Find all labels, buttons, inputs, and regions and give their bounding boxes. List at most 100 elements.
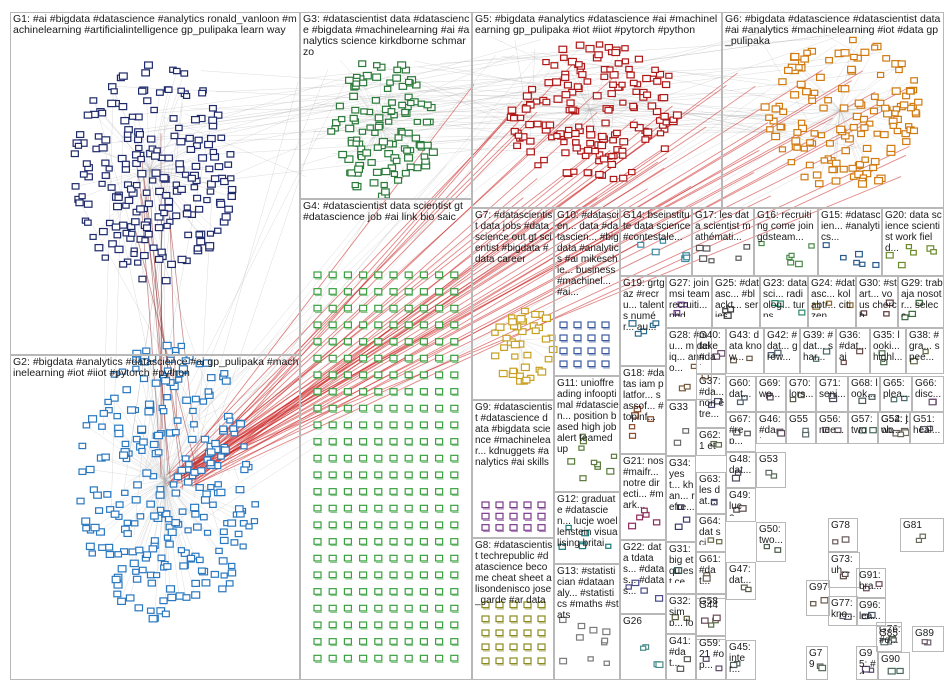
g4-node <box>374 588 383 595</box>
g2-node <box>166 585 176 593</box>
edge <box>115 86 779 118</box>
g4-node <box>404 488 413 495</box>
g3-node <box>413 118 421 125</box>
edge <box>839 109 893 122</box>
g4-node <box>419 404 428 412</box>
g2-node <box>117 597 127 606</box>
g4-node <box>328 471 337 479</box>
g2-node <box>191 591 201 599</box>
edge <box>185 69 823 469</box>
g2-node <box>197 567 206 575</box>
group-label: G96: lea... <box>859 600 884 621</box>
edge <box>161 115 307 177</box>
g2-node <box>197 467 206 474</box>
g2-node <box>131 496 141 504</box>
g2-node <box>142 347 151 355</box>
g1-node <box>128 113 137 120</box>
group-label: G55 <box>789 414 808 425</box>
g1-node <box>208 104 217 112</box>
edge <box>887 71 902 95</box>
g4-node <box>328 554 337 562</box>
group-box-g55: G55 <box>786 412 816 444</box>
edge <box>125 169 151 234</box>
g1-node <box>89 233 97 240</box>
g4-node <box>359 404 368 412</box>
g2-node <box>239 519 248 527</box>
g5-node <box>573 83 582 90</box>
g4-node <box>404 538 413 545</box>
g4-node <box>419 488 428 495</box>
group-label: G46: #dat... <box>759 414 781 438</box>
g5-node <box>661 81 671 89</box>
group-box-g18: G18: #datas iam platfor... sassof... #to… <box>620 366 666 454</box>
g1-node <box>119 260 128 268</box>
g5-node <box>629 121 638 129</box>
group-label: G77: kno... <box>831 598 856 620</box>
edge <box>781 10 862 56</box>
group-box-g2: G2: #bigdata #analytics #datascience #ai… <box>10 355 300 680</box>
g4-node <box>419 304 428 312</box>
edge <box>136 39 542 155</box>
g2-node <box>82 524 91 532</box>
g4-node <box>435 354 444 362</box>
group-box-g41: G41: #dat... s... <box>666 634 696 680</box>
group-label: G50: two... <box>759 524 784 546</box>
group-box-g50: G50: two... <box>756 522 786 562</box>
g2-node <box>150 537 159 544</box>
g4-node <box>419 504 428 512</box>
g5-node <box>656 130 665 137</box>
g2-node <box>250 518 259 525</box>
g5-node <box>606 66 614 73</box>
g2-node <box>206 374 216 382</box>
group-label: G8: #datascientist techrepublic #datasci… <box>475 540 553 606</box>
g5-node <box>574 61 583 68</box>
g1-node <box>190 184 199 191</box>
g2-node <box>106 506 115 513</box>
g2-node <box>139 375 149 383</box>
g1-node <box>214 227 222 234</box>
nodes-layer <box>70 36 937 675</box>
g2-node <box>181 455 190 462</box>
g1-node <box>163 222 171 229</box>
g2-node <box>191 579 200 587</box>
g2-node <box>178 508 187 515</box>
g4-node <box>435 271 444 279</box>
g2-node <box>199 398 208 405</box>
g4-node <box>389 554 398 562</box>
g4-node <box>450 304 459 312</box>
g2-node <box>178 365 188 373</box>
g1-node <box>111 223 121 231</box>
g4-node <box>419 571 428 579</box>
group-label: G12: graduate #datascien... lucje woelle… <box>557 494 618 548</box>
g2-node <box>139 358 149 366</box>
g5-node <box>643 91 652 99</box>
g1-node <box>124 196 134 205</box>
group-box-g90: G90 <box>878 652 910 680</box>
g6-node <box>819 104 828 112</box>
g2-node <box>227 519 237 527</box>
group-box-g7: G7: #datascientist data jobs #datascienc… <box>472 208 554 400</box>
g1-node <box>107 99 117 108</box>
g2-node <box>105 550 115 559</box>
g3-node <box>337 116 346 123</box>
g1-node <box>161 276 171 285</box>
g5-node <box>513 142 522 150</box>
g2-node <box>159 597 168 605</box>
g4-node <box>419 288 428 295</box>
g1-node <box>98 180 106 187</box>
g1-node <box>140 251 149 260</box>
g1-node <box>79 171 88 178</box>
g4-node <box>343 538 352 545</box>
g5-node <box>568 106 576 113</box>
g3-node <box>404 78 413 86</box>
g2-node <box>133 481 142 489</box>
g4-node <box>389 604 398 612</box>
group-box-g22: G22: data tdatas... #datas... #datas... <box>620 540 666 614</box>
group-label: G19: grtgaz #recru... talents numér... a… <box>623 278 665 333</box>
g4-node <box>450 538 459 545</box>
g4-node <box>389 654 398 662</box>
g3-node <box>416 142 425 149</box>
g5-node <box>563 81 573 89</box>
g1-node <box>137 155 145 163</box>
edge <box>209 54 515 186</box>
